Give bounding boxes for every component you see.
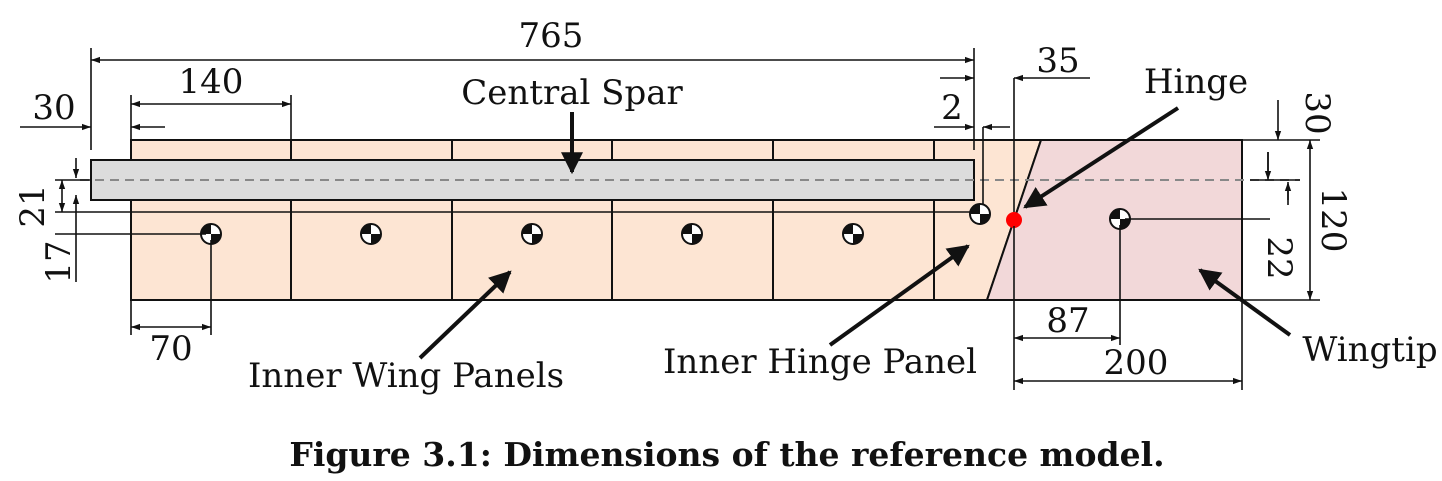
dim-70: 70: [149, 329, 192, 369]
figure-caption: Figure 3.1: Dimensions of the reference …: [289, 435, 1164, 474]
inner-wing-panels-arrow: [418, 270, 512, 360]
dimension-lines: [20, 48, 1320, 390]
cg-marker-icon: [681, 223, 703, 245]
dim-21: 21: [13, 184, 53, 227]
dim-87: 87: [1046, 301, 1089, 341]
hinge-point: [1006, 212, 1022, 228]
dim-30-right: 30: [1297, 91, 1337, 134]
label-arrows: [418, 106, 1292, 360]
dim-200: 200: [1104, 343, 1169, 383]
inner-hinge-panel-arrow: [828, 244, 970, 347]
dim-30-left: 30: [32, 88, 75, 128]
dim-120: 120: [1313, 188, 1353, 253]
label-inner-wing-panels: Inner Wing Panels: [248, 356, 564, 396]
label-central-spar: Central Spar: [461, 73, 683, 113]
wingtip-arrow: [1198, 268, 1292, 337]
label-wingtip: Wingtip: [1302, 330, 1437, 370]
cg-marker-icon: [521, 223, 543, 245]
hinge-arrow: [1023, 106, 1180, 209]
label-hinge: Hinge: [1144, 62, 1248, 102]
dim-140: 140: [179, 62, 244, 102]
cg-marker-icon: [969, 203, 991, 225]
dim-35: 35: [1036, 41, 1079, 81]
cg-markers: [200, 203, 1131, 245]
cg-marker-icon: [842, 223, 864, 245]
dim-765: 765: [519, 16, 584, 56]
dim-2: 2: [941, 88, 963, 128]
dim-17: 17: [39, 240, 79, 283]
cg-marker-icon: [360, 223, 382, 245]
label-inner-hinge-panel: Inner Hinge Panel: [663, 342, 977, 382]
dim-22: 22: [1259, 236, 1299, 279]
